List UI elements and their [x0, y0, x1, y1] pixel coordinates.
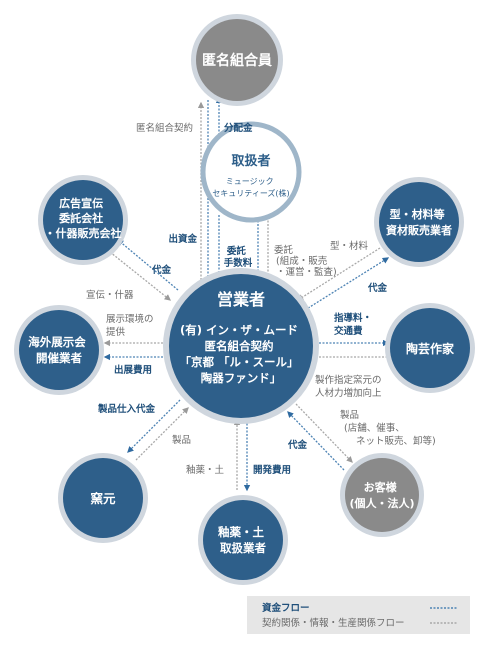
flow-labels: 匿名組合契約 分配金 出資金 委託 手数料 委託 (組成・販売 ・運営・監査) …: [86, 122, 436, 476]
glaze-line-1: 釉薬・土: [218, 525, 264, 539]
advertising-line-2: 委託会社: [58, 211, 103, 225]
handler-sub-2: セキュリティーズ(株): [212, 188, 289, 198]
svg-text:陶芸作家: 陶芸作家: [406, 341, 455, 356]
node-exhibition: 海外展示会 開催業者: [14, 305, 104, 395]
svg-text:海外展示会 開催業者: 海外展示会 開催業者: [28, 335, 90, 365]
label-kiln-goods: 製品: [172, 434, 191, 446]
label-exh-info-1: 展示環境の: [106, 313, 154, 325]
svg-text:お客様 (個人・法人): お客様 (個人・法人): [349, 480, 414, 510]
node-investors: 匿名組合員: [191, 14, 283, 106]
label-cust-fee: 代金: [287, 439, 308, 451]
label-dev-cost: 開発費用: [253, 464, 291, 476]
cust-goods-line: [295, 403, 353, 463]
label-consignment-3: ・運営・監査): [276, 266, 337, 278]
label-guidance-2: 交通費: [334, 325, 363, 337]
operator-title: 営業者: [217, 290, 265, 309]
label-commission-1: 委託: [226, 245, 247, 257]
svg-text:展示環境の 提供: 展示環境の 提供: [106, 313, 157, 338]
mat-items-line: [296, 247, 381, 301]
node-handler: 取扱者 ミュージック セキュリティーズ(株): [200, 121, 302, 223]
label-exh-fee: 出展費用: [114, 364, 152, 376]
connectors: [103, 96, 390, 492]
svg-text:委託 (組成・販売 ・運営・監査): 委託 (組成・販売 ・運営・監査): [274, 244, 337, 278]
operator-body-3: 「京都 「ル・スール」: [179, 355, 298, 369]
cust-fee-line: [287, 411, 345, 471]
artist-title: 陶芸作家: [406, 341, 455, 356]
exhibition-line-1: 海外展示会: [28, 335, 86, 349]
operator-body-4: 陶器ファンド」: [201, 371, 282, 385]
kiln-title: 窯元: [90, 491, 116, 506]
purchase-line: [127, 399, 181, 453]
label-purchase: 製品仕入代金: [97, 403, 156, 415]
label-contract: 匿名組合契約: [136, 122, 193, 134]
label-commission-2: 手数料: [224, 257, 253, 269]
exhibition-line-2: 開催業者: [36, 351, 82, 365]
svg-text:営業者: 営業者: [217, 290, 265, 309]
materials-line-1: 型・材料等: [390, 207, 445, 221]
ad-fee-line: [117, 239, 179, 291]
handler-title: 取扱者: [231, 153, 270, 169]
svg-text:匿名組合員: 匿名組合員: [202, 52, 272, 69]
legend-contract-label: 契約関係・情報・生産関係フロー: [262, 617, 405, 629]
node-customer: お客様 (個人・法人): [340, 453, 424, 537]
investors-title: 匿名組合員: [202, 52, 272, 69]
svg-text:取扱者: 取扱者: [231, 153, 270, 169]
label-glaze-items: 釉薬・土: [186, 464, 225, 476]
svg-text:ミュージック セキュリティーズ(株): ミュージック セキュリティーズ(株): [212, 177, 289, 198]
label-exh-info-2: 提供: [106, 326, 126, 338]
node-materials: 型・材料等 資材販売業者: [374, 177, 464, 267]
mat-fee-line: [304, 257, 390, 311]
operator-body-1: (有) イン・ザ・ムード: [180, 323, 298, 337]
svg-text:製品 (店舗、催事、 ネット販売、卸: 製品 (店舗、催事、 ネット販売、卸等): [340, 409, 436, 447]
legend-money-label: 資金フロー: [262, 602, 310, 614]
svg-text:製作指定窯元の 人材力増加向上: 製作指定窯元の 人材力増加向上: [315, 374, 385, 399]
svg-text:委託 手数料: 委託 手数料: [224, 245, 253, 269]
handler-sub-1: ミュージック: [226, 177, 274, 186]
operator-body-2: 匿名組合契約: [204, 339, 273, 353]
label-consignment-1: 委託: [274, 244, 294, 256]
materials-line-2: 資材販売業者: [386, 223, 452, 237]
svg-text:指導料・ 交通費: 指導料・ 交通費: [334, 312, 375, 337]
label-mat-fee: 代金: [367, 282, 388, 294]
label-dividend: 分配金: [224, 122, 253, 134]
svg-text:広告宣伝 委託会社 ・什器販売会社: 広告宣伝 委託会社 ・什器販売会社: [45, 196, 122, 240]
legend: 資金フロー 契約関係・情報・生産関係フロー: [247, 596, 470, 634]
label-cust-goods-3: ネット販売、卸等): [356, 435, 436, 447]
label-artist-info-1: 製作指定窯元の: [315, 374, 382, 386]
label-mat-items: 型・材料: [330, 240, 369, 252]
advertising-line-1: 広告宣伝: [59, 196, 103, 210]
label-consignment-2: (組成・販売: [276, 255, 327, 267]
node-glaze: 釉薬・土 取扱業者: [198, 495, 288, 585]
label-ad-items: 宣伝・什器: [86, 289, 134, 301]
customer-line-2: (個人・法人): [349, 496, 414, 510]
svg-text:釉薬・土 取扱業者: 釉薬・土 取扱業者: [218, 525, 268, 555]
customer-line-1: お客様: [364, 480, 398, 494]
svg-text:(有) イン・ザ・ムード 匿名組合契約: (有) イン・ザ・ムード 匿名組合契約 「京都 「ル・スール」 陶器ファンド」: [179, 323, 302, 385]
node-kiln: 窯元: [58, 453, 148, 543]
ad-items-line: [109, 251, 172, 301]
node-operator: 営業者 (有) イン・ザ・ムード 匿名組合契約 「京都 「ル・スール」 陶器ファ…: [163, 268, 319, 424]
kiln-goods-line: [135, 407, 189, 461]
label-guidance-1: 指導料・: [334, 312, 372, 324]
glaze-line-2: 取扱業者: [220, 541, 266, 555]
svg-text:型・材料等 資材販売業者: 型・材料等 資材販売業者: [386, 207, 452, 237]
advertising-line-3: ・什器販売会社: [45, 226, 122, 240]
label-artist-info-2: 人材力増加向上: [315, 387, 382, 399]
label-cust-goods-1: 製品: [340, 409, 359, 421]
label-cust-goods-2: (店舗、催事、: [344, 422, 405, 434]
label-ad-fee: 代金: [151, 264, 172, 276]
node-advertising: 広告宣伝 委託会社 ・什器販売会社: [38, 175, 128, 265]
label-investment: 出資金: [168, 233, 197, 245]
svg-text:窯元: 窯元: [90, 491, 116, 506]
node-artist: 陶芸作家: [385, 303, 475, 393]
